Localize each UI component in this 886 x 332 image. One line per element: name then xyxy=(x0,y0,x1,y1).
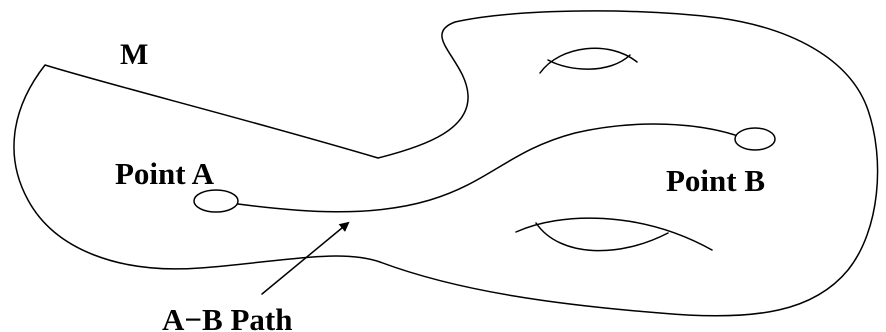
point-a-marker xyxy=(193,189,239,213)
a-b-path-curve xyxy=(237,123,736,213)
manifold-label: M xyxy=(120,38,148,71)
point-b-label: Point B xyxy=(666,163,765,198)
path-arrow xyxy=(261,221,350,295)
lower-hole-top xyxy=(515,217,713,251)
path-label: A−B Path xyxy=(162,302,292,332)
lower-hole-bottom xyxy=(535,222,669,252)
upper-hole-bottom xyxy=(547,54,631,70)
manifold-outline xyxy=(13,10,879,317)
point-b-marker xyxy=(734,127,776,151)
upper-hole-top xyxy=(539,47,638,74)
point-a-label: Point A xyxy=(115,156,215,191)
